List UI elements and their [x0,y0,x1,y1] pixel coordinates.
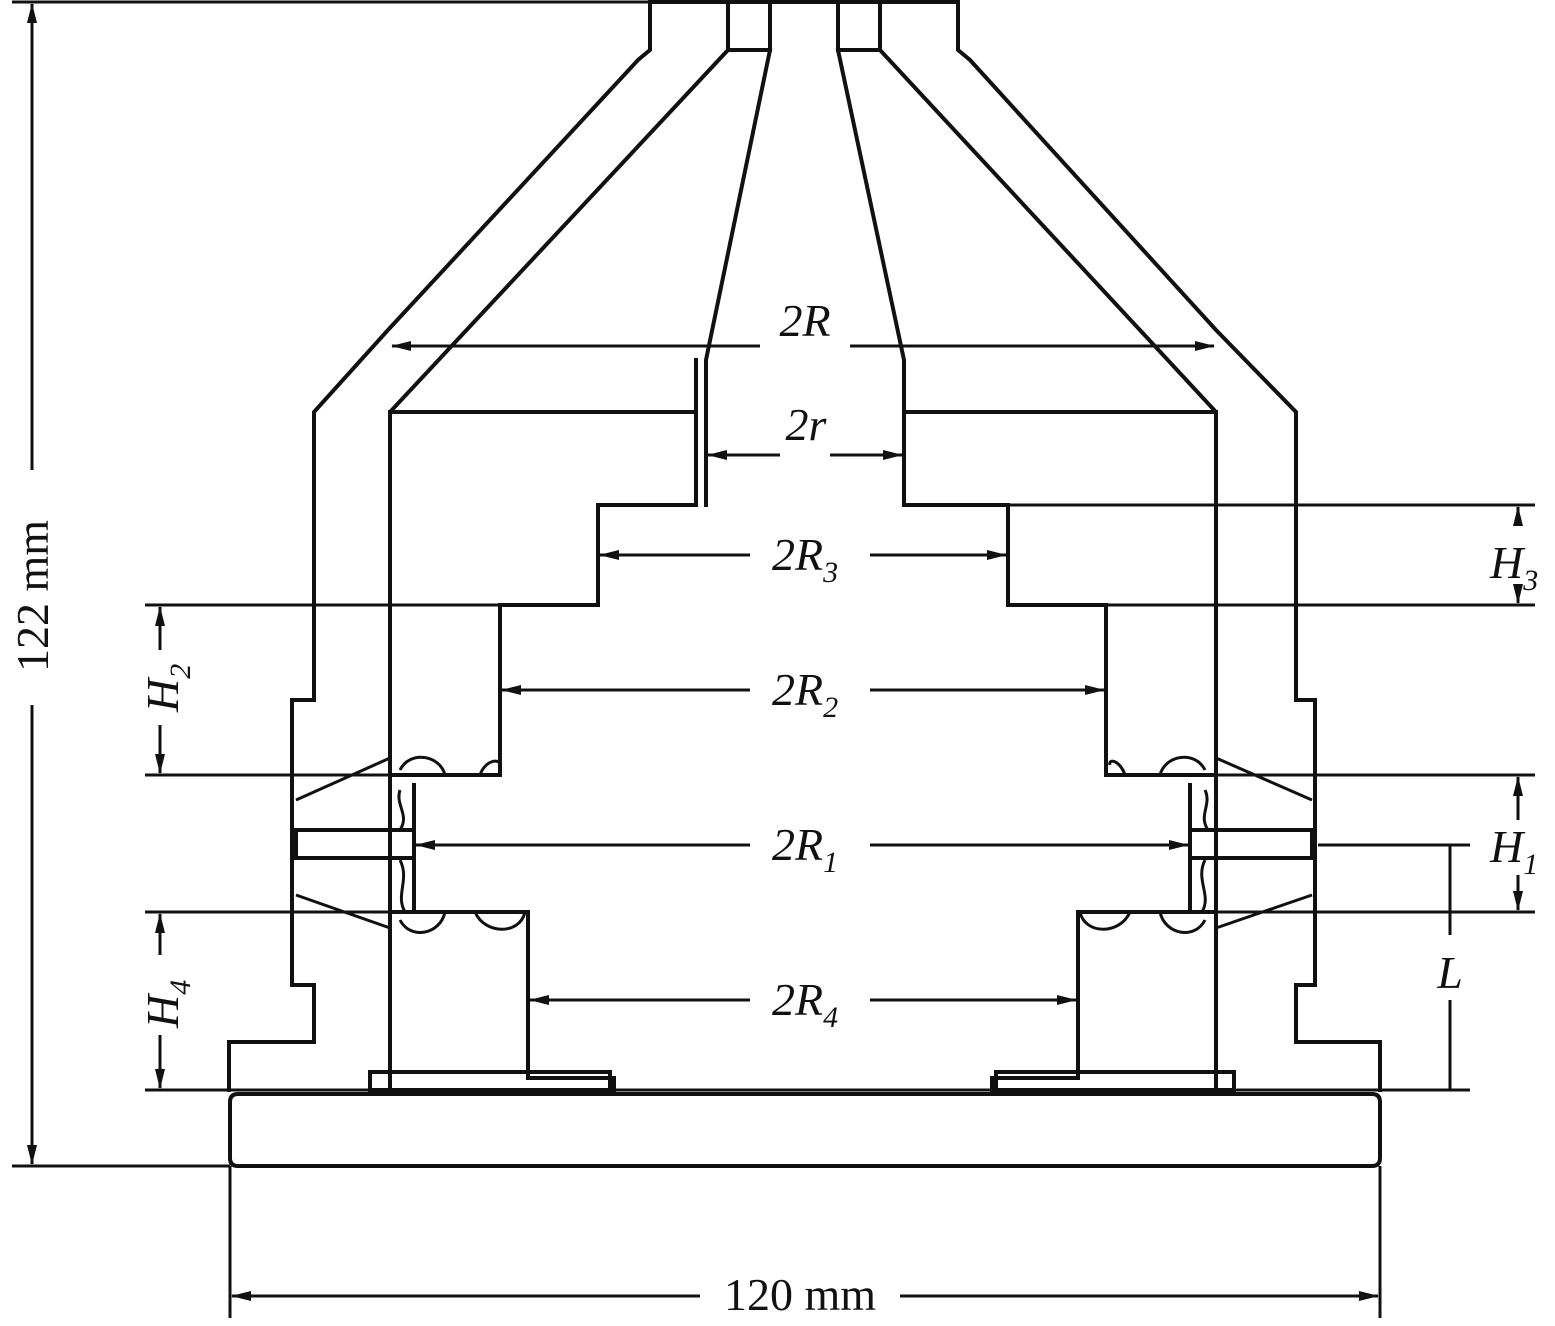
label-H2: H2 [137,664,197,713]
label-width-120mm: 120 mm [724,1269,876,1320]
label-L: L [1436,947,1463,998]
label-2R3: 2R3 [772,529,838,589]
label-2R4: 2R4 [772,974,838,1034]
dimension-lines [27,3,1523,1301]
label-H4: H4 [137,980,197,1029]
dimension-labels: 2R 2r 2R3 2R2 2R1 2R4 H3 H1 L H2 H4 122 … [7,295,1538,1320]
label-height-122mm: 122 mm [7,520,58,672]
label-H1: H1 [1489,821,1538,881]
label-2R2: 2R2 [772,664,838,724]
base-plate [228,1070,1382,1168]
label-H3: H3 [1489,537,1538,597]
label-2R1: 2R1 [772,819,838,879]
extension-lines [12,0,1535,1318]
outer-body-outline [227,0,1382,1092]
label-2R: 2R [779,295,830,346]
label-2r: 2r [786,399,828,450]
inner-cone-walls [388,47,1218,1092]
